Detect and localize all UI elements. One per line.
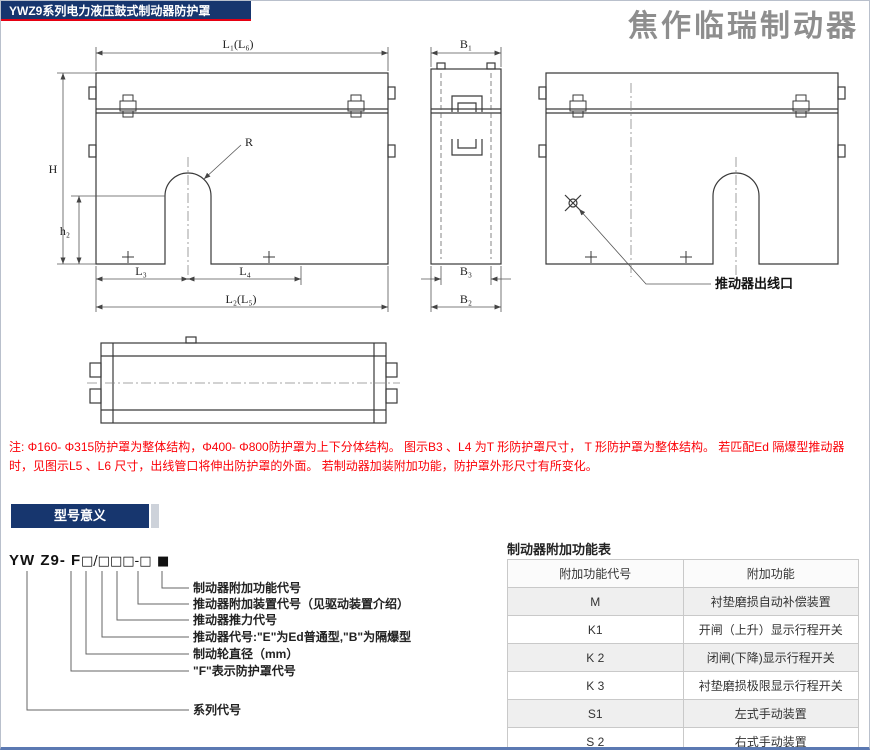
function-table: 附加功能代号 附加功能 M 衬垫磨损自动补偿装置 K1 开闸（上升）显示行程开关… bbox=[507, 559, 859, 747]
model-label-cover-code: "F"表示防护罩代号 bbox=[193, 663, 296, 678]
model-code-filled-box: ■ bbox=[157, 554, 169, 569]
right-view-drawing: 推动器出线口 bbox=[538, 72, 846, 291]
table-row: K 3 衬垫磨损极限显示行程开关 bbox=[507, 671, 859, 700]
technical-drawings: L₁(L₆) H h₂ R L₃ L₄ L₂(L₅) bbox=[49, 37, 846, 424]
table-cell-function: 衬垫磨损自动补偿装置 bbox=[682, 587, 859, 616]
model-code-boxes: □/□□□-□ bbox=[81, 554, 151, 569]
page-title: YWZ9系列电力液压鼓式制动器防护罩 bbox=[9, 4, 211, 18]
model-label-wheel-diameter: 制动轮直径（mm） bbox=[193, 646, 298, 661]
table-header-code: 附加功能代号 bbox=[507, 559, 684, 588]
outlet-callout-label: 推动器出线口 bbox=[715, 276, 793, 291]
dim-label-l4: L₄ bbox=[239, 264, 251, 278]
section-header: 型号意义 bbox=[11, 504, 159, 528]
table-cell-function: 衬垫磨损极限显示行程开关 bbox=[682, 671, 859, 700]
dim-label-l3: L₃ bbox=[135, 264, 147, 278]
model-label-series-code: 系列代号 bbox=[193, 702, 241, 717]
table-cell-function: 右式手动装置 bbox=[682, 727, 859, 747]
model-code-diagram: YW Z9- F □/□□□-□ ■ 制动器附加功能代号 推动器附加装置代号（见… bbox=[9, 552, 411, 717]
table-cell-code: S1 bbox=[507, 699, 684, 728]
section-header-tab bbox=[151, 504, 159, 528]
table-header-function: 附加功能 bbox=[682, 559, 859, 588]
table-cell-code: K 3 bbox=[507, 671, 684, 700]
front-view-drawing: L₁(L₆) H h₂ R L₃ L₄ L₂(L₅) bbox=[49, 37, 396, 312]
table-row: S 2 右式手动装置 bbox=[507, 727, 859, 747]
section-title: 型号意义 bbox=[11, 504, 149, 528]
dim-label-r: R bbox=[245, 135, 253, 149]
dim-label-b1: B₁ bbox=[460, 37, 472, 51]
table-cell-code: K 2 bbox=[507, 643, 684, 672]
dim-label-h2: h₂ bbox=[60, 224, 70, 238]
dim-label-l1: L₁(L₆) bbox=[222, 37, 253, 51]
page-title-bar: YWZ9系列电力液压鼓式制动器防护罩 bbox=[1, 1, 251, 21]
table-cell-code: M bbox=[507, 587, 684, 616]
function-table-title: 制动器附加功能表 bbox=[507, 542, 612, 557]
table-row: M 衬垫磨损自动补偿装置 bbox=[507, 587, 859, 616]
model-label-thruster-force: 推动器推力代号 bbox=[193, 612, 277, 627]
table-cell-code: S 2 bbox=[507, 727, 684, 747]
table-header-row: 附加功能代号 附加功能 bbox=[507, 559, 859, 588]
model-code-prefix: YW Z9- F bbox=[9, 552, 81, 569]
dim-label-h: H bbox=[49, 162, 58, 176]
model-label-thruster-code: 推动器代号:"E"为Ed普通型,"B"为隔爆型 bbox=[193, 629, 411, 644]
brand-logo-text: 焦作临瑞制动器 bbox=[628, 9, 859, 44]
model-label-thruster-attachment: 推动器附加装置代号（见驱动装置介绍） bbox=[193, 596, 409, 611]
dim-label-b2: B₂ bbox=[460, 292, 472, 306]
side-view-drawing: B₁ B₃ B₂ bbox=[421, 37, 511, 312]
table-row: K 2 闭闸(下降)显示行程开关 bbox=[507, 643, 859, 672]
table-cell-code: K1 bbox=[507, 615, 684, 644]
dim-label-b3: B₃ bbox=[460, 264, 472, 278]
table-cell-function: 开闸（上升）显示行程开关 bbox=[682, 615, 859, 644]
bottom-view-drawing bbox=[87, 336, 400, 424]
dim-label-l2: L₂(L₅) bbox=[225, 292, 256, 306]
table-cell-function: 左式手动装置 bbox=[682, 699, 859, 728]
note-text: 注: Φ160- Φ315防护罩为整体结构，Φ400- Φ800防护罩为上下分体… bbox=[9, 440, 845, 473]
model-label-extra-function: 制动器附加功能代号 bbox=[193, 580, 301, 595]
table-row: K1 开闸（上升）显示行程开关 bbox=[507, 615, 859, 644]
table-row: S1 左式手动装置 bbox=[507, 699, 859, 728]
table-cell-function: 闭闸(下降)显示行程开关 bbox=[682, 643, 859, 672]
